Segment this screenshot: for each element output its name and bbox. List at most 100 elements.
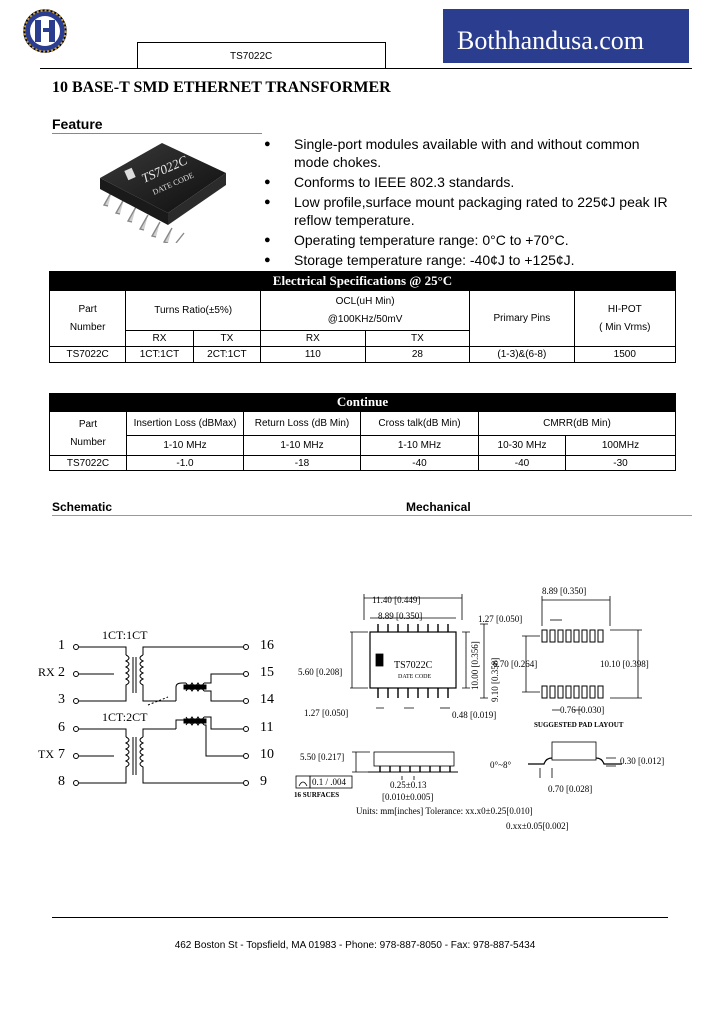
table-cell: 28: [364, 346, 471, 363]
turns-tx-header: TX: [192, 330, 262, 347]
mechanical-drawing: 11.40 [0.449] 8.89 [0.350] 5.60 [0.208] …: [290, 580, 700, 840]
table-cell: -40: [360, 455, 479, 471]
chip-image: TS7022C DATE CODE: [100, 143, 226, 244]
dim-label: 1.27 [0.050]: [478, 614, 523, 624]
dim-label: 0.70 [0.028]: [548, 784, 593, 794]
freq-cell: 1-10 MHz: [243, 435, 361, 456]
hipot-header: HI-POT( Min Vrms): [573, 290, 677, 347]
footer-rule: [52, 917, 668, 918]
table-cell: (1-3)&(6-8): [469, 346, 575, 363]
feature-bullet: Operating temperature range: 0°C to +70°…: [264, 231, 674, 249]
dim-label: 0°~8°: [490, 760, 512, 770]
crosstalk-header: Cross talk(dB Min): [360, 411, 479, 436]
pin-label: 6: [58, 720, 65, 735]
freq-cell: 1-10 MHz: [126, 435, 244, 456]
cmrr-header: CMRR(dB Min): [478, 411, 676, 436]
table-cell: -1.0: [126, 455, 244, 471]
table-row: TS7022C 1CT:1CT 2CT:1CT 110 28 (1-3)&(6-…: [48, 346, 677, 363]
mechanical-heading: Mechanical: [406, 500, 471, 514]
table-cell: 110: [260, 346, 366, 363]
dim-label: 8.89 [0.350]: [378, 611, 423, 621]
dim-label: 8.89 [0.350]: [542, 586, 587, 596]
dim-label: 0.25±0.13: [390, 780, 427, 790]
feature-list: Single-port modules available with and w…: [264, 135, 674, 271]
continue-title: Continue: [49, 393, 676, 411]
ocl-header: OCL(uH Min)@100KHz/50mV: [260, 290, 471, 331]
table-cell: 2CT:1CT: [192, 346, 262, 363]
ocl-tx-header: TX: [364, 330, 471, 347]
dim-label: 1.27 [0.050]: [304, 708, 349, 718]
website-banner: Bothhandusa.com: [443, 9, 689, 63]
pin-label: 10: [260, 747, 274, 762]
chip-sub-text: DATE CODE: [398, 674, 432, 680]
dim-label: SUGGESTED PAD LAYOUT: [534, 721, 624, 729]
pin-label: 7: [58, 747, 65, 762]
ocl-rx-header: RX: [260, 330, 366, 347]
chip-label-text: TS7022C: [394, 660, 433, 671]
pin-label: 16: [260, 638, 274, 653]
dim-label: 11.40 [0.449]: [372, 595, 421, 605]
return-loss-header: Return Loss (dB Min): [243, 411, 361, 436]
dim-label: 5.50 [0.217]: [300, 752, 345, 762]
pin-label: 9: [260, 774, 267, 789]
dim-label: [0.010±0.005]: [382, 792, 434, 802]
ratio-label: 1CT:2CT: [102, 710, 148, 724]
tx-label: TX: [38, 747, 54, 761]
page-title: 10 BASE-T SMD ETHERNET TRANSFORMER: [52, 79, 391, 96]
header-rule: [40, 68, 692, 69]
feature-bullet: Conforms to IEEE 802.3 standards.: [264, 173, 674, 191]
freq-cell: 10-30 MHz: [478, 435, 566, 456]
table-cell: TS7022C: [49, 455, 127, 471]
dim-label: 0.76 [0.030]: [560, 705, 605, 715]
insertion-loss-header: Insertion Loss (dBMax): [126, 411, 244, 436]
pin-label: 1: [58, 638, 65, 653]
schematic-heading: Schematic: [52, 500, 113, 514]
dim-label: 16 SURFACES: [294, 791, 340, 799]
schematic-svg: [73, 644, 249, 786]
rx-label: RX: [38, 665, 55, 679]
logo-icon: [23, 9, 67, 53]
schematic-diagram: 1 2 3 6 7 8 16 15 14 11 10 9 RX TX 1CT:1…: [36, 625, 296, 795]
part-number-box: TS7022C: [137, 42, 386, 69]
pin-label: 2: [58, 665, 65, 680]
electrical-spec-title: Electrical Specifications @ 25°C: [49, 271, 676, 290]
table-cell: 1500: [573, 346, 677, 363]
dim-label: 0.48 [0.019]: [452, 710, 497, 720]
dim-label: 0.30 [0.012]: [620, 756, 665, 766]
pin-label: 8: [58, 774, 65, 789]
turns-ratio-header: Turns Ratio(±5%): [125, 290, 262, 331]
units-note: Units: mm[inches] Tolerance: xx.x0±0.25[…: [356, 806, 533, 816]
table-cell: -30: [565, 455, 676, 471]
ratio-label: 1CT:1CT: [102, 628, 148, 642]
turns-rx-header: RX: [125, 330, 194, 347]
mechanical-svg: [295, 594, 642, 789]
feature-rule: [52, 133, 262, 134]
dim-label: 6.70 [0.264]: [493, 659, 538, 669]
pin-label: 11: [260, 720, 274, 735]
dim-label: 5.60 [0.208]: [298, 667, 343, 677]
pin-label: 3: [58, 692, 65, 707]
table-row: TS7022C -1.0 -18 -40 -40 -30: [49, 455, 676, 471]
primary-pins-header: Primary Pins: [469, 290, 575, 347]
table-cell: 1CT:1CT: [125, 346, 194, 363]
table-cell: TS7022C: [48, 346, 127, 363]
feature-heading: Feature: [52, 116, 103, 132]
section-rule: [52, 515, 692, 516]
pin-label: 15: [260, 665, 274, 680]
dim-label: 10.00 [0.356]: [470, 641, 480, 690]
dim-label: 10.10 [0.398]: [600, 659, 649, 669]
feature-bullet: Storage temperature range: -40¢J to +125…: [264, 251, 674, 269]
website-text: Bothhandusa.com: [457, 26, 645, 55]
freq-cell: 100MHz: [565, 435, 676, 456]
table-cell: -18: [243, 455, 361, 471]
feature-bullet: Low profile,surface mount packaging rate…: [264, 193, 674, 229]
dim-label: 0.1 / .004: [312, 777, 347, 787]
part-number-text: TS7022C: [230, 51, 273, 62]
feature-bullet: Single-port modules available with and w…: [264, 135, 674, 171]
table-cell: -40: [478, 455, 566, 471]
chip-photo: TS7022C DATE CODE: [92, 143, 232, 244]
